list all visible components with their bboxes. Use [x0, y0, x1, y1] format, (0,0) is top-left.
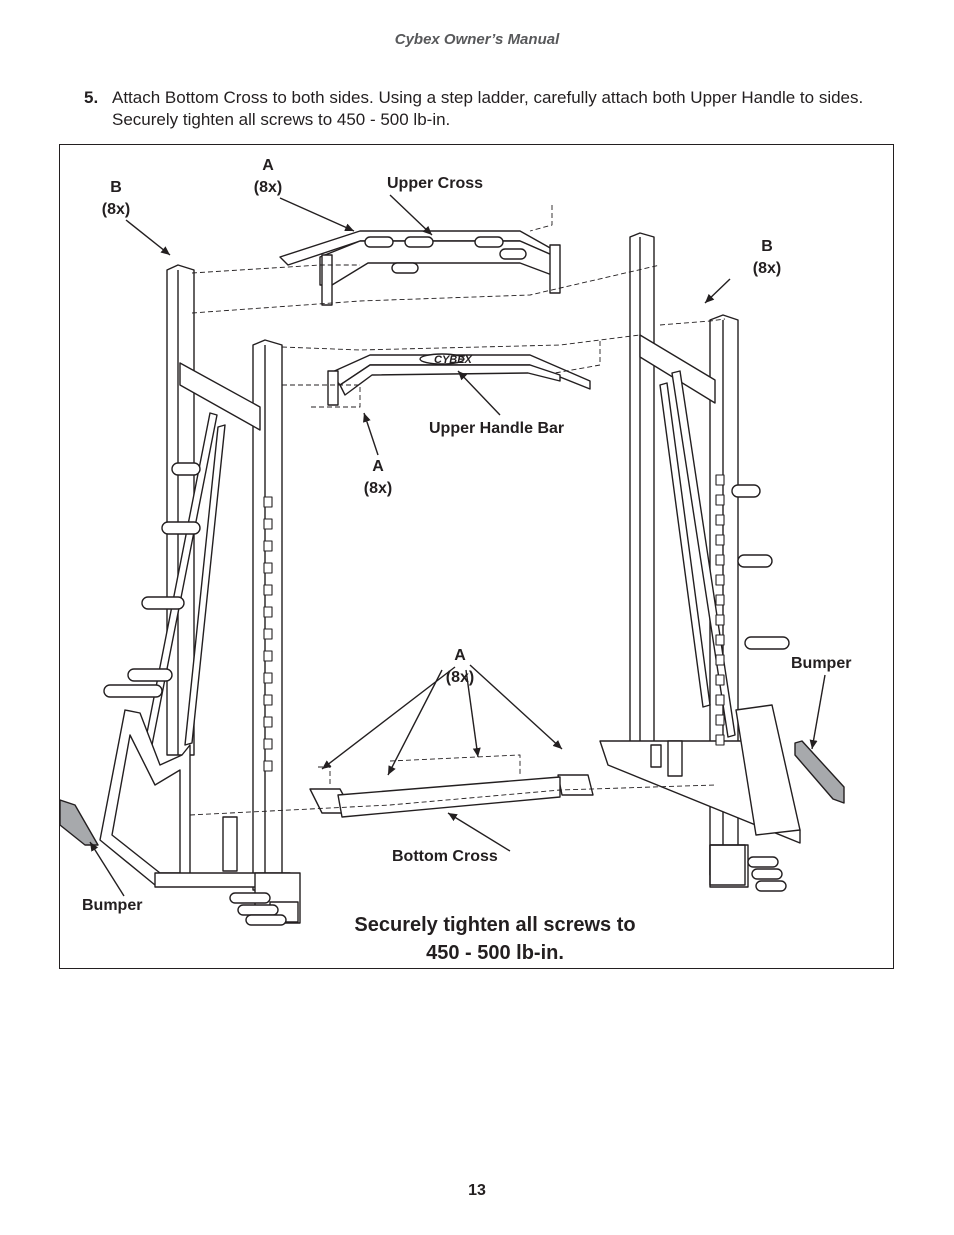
label-bumper-left: Bumper — [82, 897, 143, 914]
label-bottom-cross: Bottom Cross — [392, 848, 498, 865]
arrow-a-bottom-3 — [465, 669, 481, 758]
left-frame — [60, 264, 301, 926]
label-upper-cross: Upper Cross — [387, 175, 484, 192]
label-b-right-letter: B — [761, 238, 773, 255]
torque-note: Securely tighten all screws to 450 - 500… — [310, 911, 680, 967]
arrow-bumper-left — [89, 841, 125, 897]
arrow-bumper-right — [809, 674, 826, 750]
assembly-diagram: CYBEX — [60, 194, 845, 926]
arrow-upper-handle-bar — [457, 370, 501, 416]
alignment-guides — [189, 205, 726, 816]
upper-cross — [279, 230, 561, 306]
arrow-a-bottom-1 — [321, 666, 456, 770]
label-b-right: B (8x) — [745, 236, 789, 280]
arrow-a-top — [279, 197, 355, 232]
arrow-b-left — [125, 219, 171, 256]
label-a-bottom-letter: A — [454, 647, 466, 664]
arrow-bottom-cross — [447, 812, 511, 852]
bottom-cross — [309, 774, 594, 818]
label-a-top-letter: A — [262, 157, 274, 174]
manual-header: Cybex Owner’s Manual — [394, 31, 560, 48]
arrow-a-mid — [363, 412, 379, 456]
step-text: Attach Bottom Cross to both sides. Using… — [112, 88, 864, 129]
label-a-mid-count: (8x) — [363, 480, 393, 497]
page-number: 13 — [468, 1182, 486, 1199]
assembly-figure: CYBEX — [59, 144, 894, 969]
arrow-a-bottom-2 — [387, 669, 443, 776]
label-a-mid-letter: A — [372, 458, 384, 475]
leader-arrows — [89, 194, 826, 897]
label-b-left-letter: B — [110, 179, 122, 196]
label-b-right-count: (8x) — [752, 260, 782, 277]
label-b-left: B (8x) — [94, 177, 138, 221]
label-b-left-count: (8x) — [101, 201, 131, 218]
brand-logo: CYBEX — [434, 354, 473, 366]
label-a-top: A (8x) — [246, 155, 290, 199]
arrow-upper-cross — [389, 194, 433, 236]
label-a-mid: A (8x) — [356, 456, 400, 500]
label-a-bottom: A (8x) — [438, 645, 482, 689]
torque-note-line2: 450 - 500 lb-in. — [426, 942, 564, 964]
label-bumper-right: Bumper — [791, 655, 852, 672]
upper-handle-bar — [327, 353, 591, 406]
torque-note-line1: Securely tighten all screws to — [354, 914, 636, 936]
label-a-top-count: (8x) — [253, 179, 283, 196]
step-number: 5. — [84, 88, 99, 107]
right-frame — [599, 232, 845, 892]
label-a-bottom-count: (8x) — [445, 669, 475, 686]
arrow-a-bottom-4 — [469, 664, 563, 750]
arrow-b-right — [704, 278, 731, 304]
label-upper-handle-bar: Upper Handle Bar — [429, 420, 565, 437]
